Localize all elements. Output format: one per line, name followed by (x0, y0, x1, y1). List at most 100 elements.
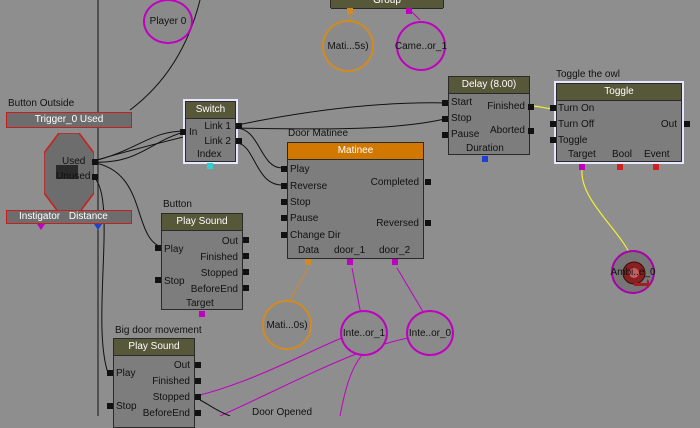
toggle-title: Toggle (557, 84, 681, 101)
delay-var-duration: Duration (466, 143, 504, 154)
caption-door-matinee: Door Matinee (288, 128, 349, 139)
group-var-pin[interactable] (406, 8, 412, 14)
play-sound-pin-play[interactable] (107, 370, 113, 376)
play-sound-in-stop: Stop (116, 401, 137, 412)
toggle-pin-bool[interactable] (617, 164, 623, 170)
play-sound-title: Play Sound (114, 339, 194, 356)
var-mati-0s[interactable]: Mati...0s) (262, 300, 312, 350)
toggle-pin-out[interactable] (684, 121, 690, 127)
trigger-out-used: Used (62, 156, 86, 167)
matinee-pin-reverse[interactable] (281, 183, 287, 189)
play-sound-pin-out[interactable] (243, 237, 249, 243)
toggle-pin-target[interactable] (579, 164, 585, 170)
toggle-out: Out (660, 119, 677, 130)
matinee-in-pause: Pause (290, 213, 319, 224)
play-sound-title: Play Sound (162, 214, 242, 231)
play-sound-pin-stop[interactable] (155, 277, 161, 283)
var-ambient[interactable]: Ambi..e_0 (610, 250, 656, 294)
play-sound-out-stopped: Stopped (200, 268, 238, 279)
switch-link1: Link 1 (204, 121, 231, 132)
switch-pin-link1[interactable] (236, 123, 242, 129)
switch-node[interactable]: Switch In Link 1 Link 2 Index (183, 99, 238, 164)
matinee-var-door2: door_2 (379, 245, 411, 256)
speaker-icon (622, 261, 649, 288)
matinee-pin-change-dir[interactable] (281, 232, 287, 238)
play-sound-out-before-end: BeforeEnd (142, 408, 190, 419)
toggle-pin-off[interactable] (550, 121, 556, 127)
play-sound-pin-before-end[interactable] (195, 410, 201, 416)
play-sound-pin-stop[interactable] (107, 403, 113, 409)
matinee-in-reverse: Reverse (290, 181, 328, 192)
trigger-octagon-icon[interactable] (44, 133, 94, 213)
toggle-var-bool: Bool (612, 149, 633, 160)
matinee-var-data: Data (298, 245, 320, 256)
delay-pin-aborted[interactable] (528, 128, 534, 134)
delay-in-stop: Stop (451, 113, 472, 124)
play-sound-pin-finished[interactable] (243, 253, 249, 259)
play-sound-pin-stopped[interactable] (195, 394, 201, 400)
toggle-in-on: Turn On (558, 103, 595, 114)
delay-pin-pause[interactable] (442, 132, 448, 138)
matinee-pin-stop[interactable] (281, 199, 287, 205)
var-inte-or0[interactable]: Inte..or_0 (406, 310, 454, 356)
group-var-pin[interactable] (347, 8, 353, 14)
matinee-pin-data[interactable] (305, 259, 311, 265)
play-sound-out-before-end: BeforeEnd (190, 284, 238, 295)
var-came-or1[interactable]: Came..or_1 (395, 21, 447, 71)
play-sound-in-play: Play (116, 368, 136, 379)
switch-pin-link2[interactable] (236, 138, 242, 144)
matinee-pin-door1[interactable] (347, 259, 353, 265)
group-node[interactable]: Group (330, 0, 444, 9)
var-inte-or1[interactable]: Inte..or_1 (340, 310, 388, 356)
matinee-node[interactable]: Matinee Play Reverse Stop Pause Change D… (287, 142, 424, 259)
matinee-pin-pause[interactable] (281, 215, 287, 221)
matinee-var-door1: door_1 (334, 245, 366, 256)
matinee-pin-completed[interactable] (425, 179, 431, 185)
delay-pin-stop[interactable] (442, 116, 448, 122)
play-sound-node[interactable]: Play Sound Play Stop Out Finished Stoppe… (161, 213, 243, 310)
matinee-in-stop: Stop (290, 197, 311, 208)
play-sound-pin-before-end[interactable] (243, 285, 249, 291)
instigator-pin[interactable] (37, 224, 45, 230)
trigger-pin-used[interactable] (92, 159, 98, 165)
toggle-node[interactable]: Toggle Turn On Turn Off Toggle Out Targe… (554, 81, 684, 164)
matinee-pin-play[interactable] (281, 166, 287, 172)
toggle-in-toggle: Toggle (558, 135, 588, 146)
play-sound-in-play: Play (164, 244, 184, 255)
play-sound-node[interactable]: Play Sound Play Stop Out Finished Stoppe… (113, 338, 195, 428)
play-sound-pin-stopped[interactable] (243, 269, 249, 275)
distance-pin[interactable] (94, 224, 102, 230)
toggle-pin-event[interactable] (653, 164, 659, 170)
matinee-title: Matinee (288, 143, 423, 160)
play-sound-var-target: Target (186, 298, 214, 309)
play-sound-pin-out[interactable] (195, 362, 201, 368)
delay-out-finished: Finished (487, 101, 525, 112)
matinee-pin-door2[interactable] (392, 259, 398, 265)
switch-in: In (189, 127, 198, 138)
play-sound-pin-play[interactable] (155, 245, 161, 251)
delay-in-start: Start (451, 97, 473, 108)
switch-pin-in[interactable] (180, 129, 186, 135)
delay-node[interactable]: Delay (8.00) Start Stop Pause Finished A… (448, 76, 530, 155)
delay-pin-start[interactable] (442, 100, 448, 106)
matinee-pin-reversed[interactable] (425, 220, 431, 226)
play-sound-out-finished: Finished (152, 376, 190, 387)
delay-pin-duration[interactable] (482, 156, 488, 162)
toggle-pin-toggle[interactable] (550, 137, 556, 143)
play-sound-out-out: Out (221, 236, 238, 247)
matinee-in-play: Play (290, 164, 310, 175)
toggle-pin-on[interactable] (550, 105, 556, 111)
trigger-out-unused: Unused (56, 171, 91, 182)
play-sound-pin-target[interactable] (199, 311, 205, 317)
group-node-title: Group (331, 0, 443, 9)
matinee-out-reversed: Reversed (376, 218, 419, 229)
trigger-title-bar[interactable]: Trigger_0 Used (6, 112, 132, 128)
delay-pin-finished[interactable] (528, 104, 534, 110)
switch-index: Index (197, 149, 222, 160)
var-mati-5s[interactable]: Mati...5s) (322, 20, 374, 72)
var-player[interactable]: Player 0 (143, 0, 193, 44)
trigger-pin-unused[interactable] (92, 174, 98, 180)
switch-pin-index[interactable] (207, 163, 213, 169)
play-sound-pin-finished[interactable] (195, 378, 201, 384)
